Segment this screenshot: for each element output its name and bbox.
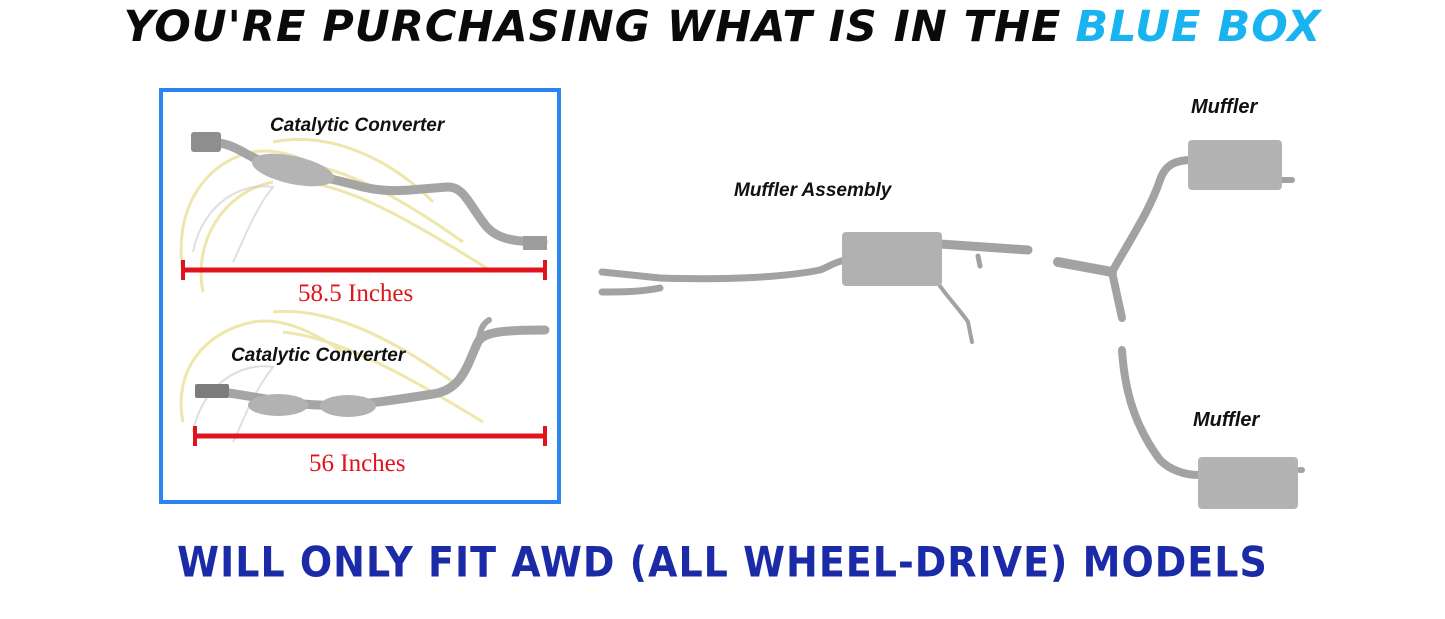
converter-body-icon bbox=[248, 394, 308, 416]
upper-converter-pipe bbox=[191, 132, 548, 250]
lower-muffler-icon bbox=[1198, 457, 1298, 509]
upper-measure-line bbox=[181, 260, 547, 280]
lower-muffler-label: Muffler bbox=[1193, 409, 1260, 431]
upper-converter-label: Catalytic Converter bbox=[270, 115, 445, 136]
converter-body-icon bbox=[320, 395, 376, 417]
lower-measure-line bbox=[193, 426, 547, 446]
fitment-notice: WILL ONLY FIT AWD (ALL WHEEL-DRIVE) MODE… bbox=[177, 537, 1268, 587]
lower-length-label: 56 Inches bbox=[309, 450, 406, 477]
lower-converter-label: Catalytic Converter bbox=[231, 345, 406, 366]
center-muffler-icon bbox=[842, 232, 942, 286]
muffler-assembly-label: Muffler Assembly bbox=[734, 180, 892, 201]
flange-icon bbox=[195, 384, 229, 398]
headline: YOU'RE PURCHASING WHAT IS IN THE BLUE BO… bbox=[0, 0, 1445, 54]
upper-muffler-icon bbox=[1188, 140, 1282, 190]
headline-accent: BLUE BOX bbox=[1075, 2, 1322, 52]
headline-prefix: YOU'RE PURCHASING WHAT IS IN THE bbox=[123, 2, 1062, 52]
upper-muffler-label: Muffler bbox=[1191, 96, 1258, 118]
lower-converter-pipe bbox=[195, 317, 550, 417]
flange-icon bbox=[191, 132, 221, 152]
converter-body-icon bbox=[251, 153, 335, 187]
blue-box: Catalytic Converter 58.5 Inches Catalyti… bbox=[159, 88, 561, 504]
upper-length-label: 58.5 Inches bbox=[298, 280, 414, 307]
